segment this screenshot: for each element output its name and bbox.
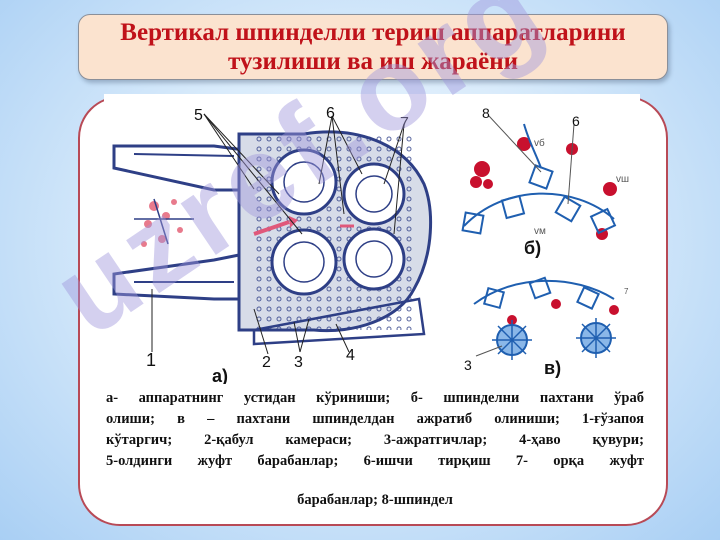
title-banner: Вертикал шпинделли териш аппаратларини т…	[78, 14, 668, 80]
title-line-2: тузилиши ва иш жараёни	[227, 48, 519, 75]
air-duct	[252, 297, 426, 346]
title-line-1: Вертикал шпинделли териш аппаратларини	[120, 19, 626, 46]
cotton-bolls-left	[134, 198, 194, 247]
label-7: 7	[400, 115, 409, 132]
figure-caption: а- аппаратнинг устидан кўриниши; б- шпин…	[106, 388, 644, 511]
apparatus-top-view: 5 6 7 1 2 3 4 а)	[112, 105, 432, 384]
cotton-removal-view: 3 7 в)	[464, 276, 629, 378]
diagram-svg: 5 6 7 1 2 3 4 а)	[112, 105, 629, 384]
lower-stalk-lifter	[112, 252, 246, 301]
panel-label-b: б)	[524, 238, 541, 258]
doffer-left	[492, 320, 532, 360]
label-1: 1	[146, 350, 156, 370]
label-6-b: 6	[572, 113, 580, 129]
harvester-diagram: 5 6 7 1 2 3 4 а)	[104, 94, 640, 384]
panel-label-c: в)	[544, 358, 561, 378]
velocity-vm-label: vм	[534, 226, 546, 237]
caption-line-3: кўтаргич; 2-қабул камераси; 3-ажратгичла…	[106, 432, 644, 448]
rear-drum-pair	[342, 162, 406, 291]
velocity-vb-label: vб	[534, 137, 545, 149]
front-drum-pair	[270, 148, 338, 296]
label-3-c: 3	[464, 357, 472, 373]
label-3: 3	[294, 354, 303, 371]
label-6: 6	[326, 105, 335, 122]
caption-line-4: 5-олдинги жуфт барабанлар; 6-ишчи тирқиш…	[106, 453, 644, 469]
caption-line-5: барабанлар; 8-шпиндел	[297, 492, 453, 508]
velocity-vsh-label: vш	[616, 174, 629, 185]
caption-line-2: олиши; в – пахтани шпинделдан ажратиб ол…	[106, 411, 644, 427]
label-4: 4	[346, 347, 355, 364]
doffer-right	[576, 318, 616, 358]
caption-line-1: а- аппаратнинг устидан кўриниши; б- шпин…	[106, 390, 644, 406]
label-7-small: 7	[624, 287, 629, 296]
spindle-winding-view: 8 6 vб vш vм б)	[461, 105, 629, 258]
label-8: 8	[482, 105, 490, 121]
upper-stalk-lifter	[112, 144, 246, 192]
label-2: 2	[262, 354, 271, 371]
label-5: 5	[194, 107, 203, 124]
panel-label-a: а)	[212, 366, 228, 384]
